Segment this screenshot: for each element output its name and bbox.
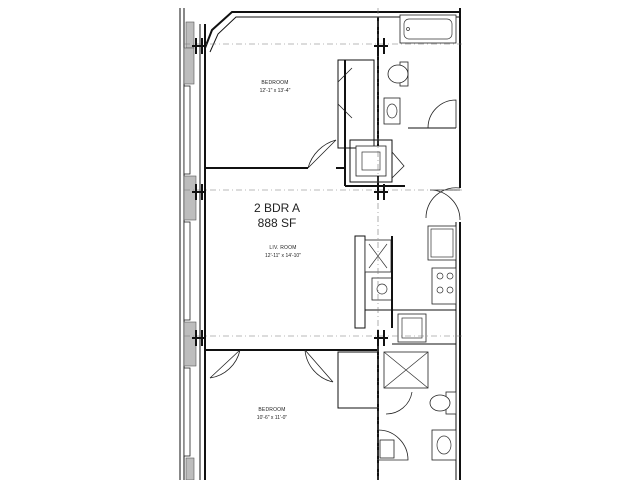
bedroom-1-walls (205, 59, 405, 187)
unit-area: 888 SF (258, 216, 297, 230)
unit-name: 2 BDR A (254, 201, 300, 215)
windows-left (183, 85, 191, 457)
room-dimensions-bedroom-2: 10'-6" x 11'-0" (257, 415, 288, 421)
room-dimensions-living-room: 12'-11" x 14'-10" (265, 253, 301, 259)
bathroom-1 (377, 14, 457, 186)
kitchen (392, 225, 457, 345)
bedroom-2-walls (205, 344, 409, 480)
closet-laundry (349, 139, 405, 183)
bathroom-2 (379, 351, 457, 461)
grid-markers (192, 38, 388, 346)
living-room-walls (354, 235, 395, 329)
centerlines (184, 8, 462, 480)
room-name-bedroom-2: BEDROOM (258, 407, 285, 413)
exterior-wall-top (204, 8, 461, 188)
room-name-bedroom-1: BEDROOM (261, 80, 288, 86)
room-name-living-room: LIV. ROOM (269, 245, 296, 251)
room-dimensions-bedroom-1: 12'-1" x 13'-4" (260, 88, 291, 94)
